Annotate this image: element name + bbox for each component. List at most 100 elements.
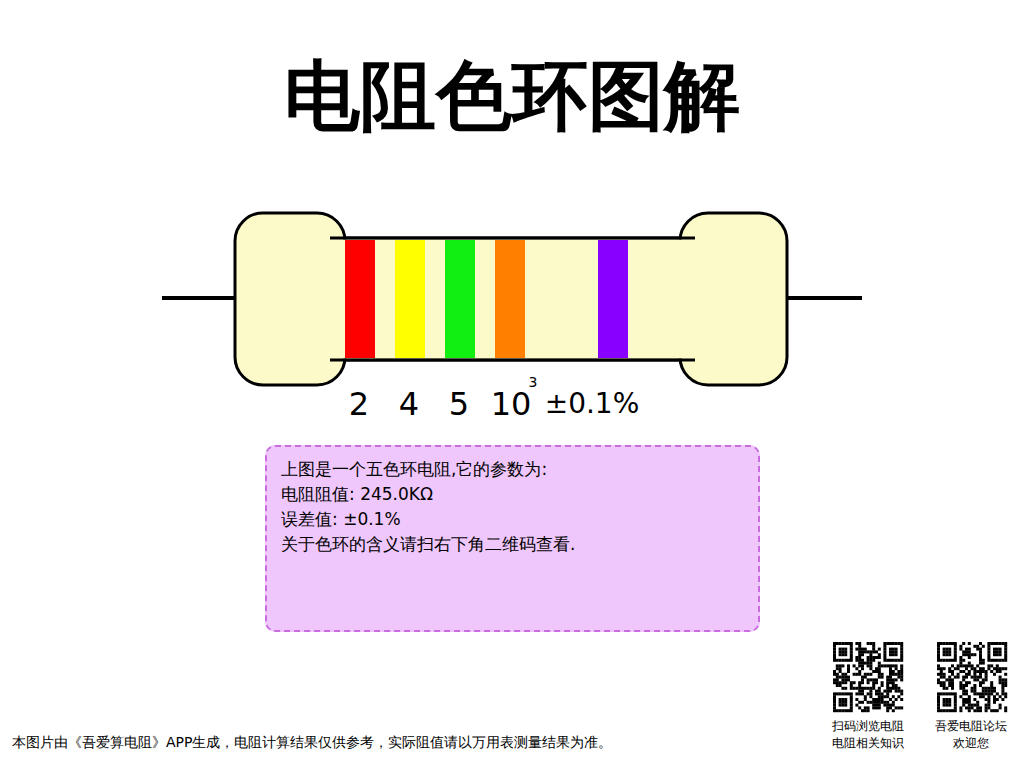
qr-module (945, 648, 948, 651)
qr-module (937, 648, 940, 651)
qr-module (886, 642, 889, 645)
qr-module (875, 650, 878, 653)
qr-module (987, 642, 990, 645)
qr-module (979, 681, 982, 684)
qr-module (892, 670, 895, 673)
qr-module (858, 701, 861, 704)
qr-module (1004, 645, 1007, 648)
qr-module (875, 670, 878, 673)
qr-module (892, 681, 895, 684)
qr-module (847, 642, 850, 645)
qr-module (965, 673, 968, 676)
qr-module (839, 642, 842, 645)
qr-module (892, 709, 895, 712)
qr-module (948, 670, 951, 673)
qr-module (982, 681, 985, 684)
qr-module (883, 648, 886, 651)
qr-module (850, 650, 853, 653)
qr-module (979, 670, 982, 673)
qr-module (895, 690, 898, 693)
qr-module (897, 706, 900, 709)
qr-module (990, 684, 993, 687)
qr-module (836, 681, 839, 684)
qr-module (937, 681, 940, 684)
qr-module (945, 687, 948, 690)
qr-module (999, 676, 1002, 679)
qr-module (951, 664, 954, 667)
qr-module (869, 667, 872, 670)
qr-module (943, 701, 946, 704)
qr-module (962, 687, 965, 690)
qr-module (982, 662, 985, 665)
qr-module (993, 673, 996, 676)
qr-module (850, 653, 853, 656)
qr-module (833, 678, 836, 681)
qr-module (872, 678, 875, 681)
qr-module (861, 653, 864, 656)
qr-module (940, 681, 943, 684)
qr-module (996, 698, 999, 701)
qr-module (957, 676, 960, 679)
qr-module (990, 690, 993, 693)
qr-module (897, 690, 900, 693)
qr-module (945, 692, 948, 695)
qr-module (948, 692, 951, 695)
qr-module (892, 664, 895, 667)
qr-module (850, 648, 853, 651)
qr-module (889, 653, 892, 656)
qr-module (999, 681, 1002, 684)
qr-module (895, 664, 898, 667)
qr-module (886, 659, 889, 662)
qr-module (973, 645, 976, 648)
qr-module (965, 698, 968, 701)
qr-module (993, 648, 996, 651)
qr-module (858, 684, 861, 687)
qr-module (987, 664, 990, 667)
qr-module (948, 709, 951, 712)
qr-module (968, 698, 971, 701)
qr-module (996, 667, 999, 670)
qr-module (872, 656, 875, 659)
qr-module (836, 667, 839, 670)
qr-module (987, 667, 990, 670)
qr-module (839, 650, 842, 653)
qr-module (959, 645, 962, 648)
qr-module (869, 692, 872, 695)
qr-module (979, 642, 982, 645)
qr-module (878, 664, 881, 667)
qr-module (855, 673, 858, 676)
qr-module (889, 678, 892, 681)
qr-module (878, 695, 881, 698)
qr-module (962, 692, 965, 695)
qr-module (867, 642, 870, 645)
qr-module (948, 698, 951, 701)
qr-module (945, 659, 948, 662)
qr-module (993, 667, 996, 670)
qr-module (954, 650, 957, 653)
qr-module (937, 698, 940, 701)
qr-module (993, 695, 996, 698)
qr-module (861, 662, 864, 665)
qr-module (1004, 653, 1007, 656)
qr-module (869, 650, 872, 653)
qr-module (1001, 698, 1004, 701)
qr-module (1001, 659, 1004, 662)
qr-module (945, 650, 948, 653)
qr-module (892, 704, 895, 707)
qr-module (1001, 681, 1004, 684)
info-text: 电阻阻值: 245.0KΩ (281, 482, 744, 507)
qr-module (878, 656, 881, 659)
qr-module (889, 670, 892, 673)
qr-module (867, 650, 870, 653)
qr-module (889, 681, 892, 684)
qr-module (833, 695, 836, 698)
qr-module (976, 709, 979, 712)
qr-module (847, 678, 850, 681)
qr-module (962, 642, 965, 645)
qr-module (1001, 684, 1004, 687)
qr-module (844, 676, 847, 679)
qr-module (985, 709, 988, 712)
qr-module (895, 706, 898, 709)
qr-module (962, 676, 965, 679)
qr-module (996, 648, 999, 651)
